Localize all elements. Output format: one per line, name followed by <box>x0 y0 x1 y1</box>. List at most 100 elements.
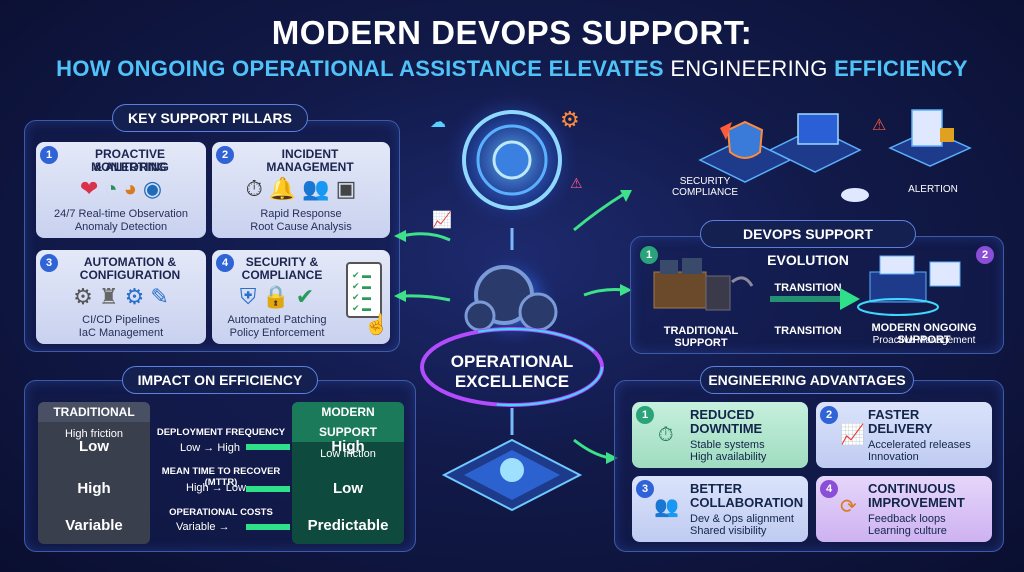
advantage-sub-line2: Shared visibility <box>690 525 767 537</box>
advantage-title-line1: CONTINUOUS <box>868 481 956 496</box>
advantage-sub-line1: Feedback loops <box>868 513 946 525</box>
center-label-line1: OPERATIONAL <box>450 352 574 371</box>
heartbeat-icon: ❤ <box>79 176 99 201</box>
modern-column-sub: Low friction <box>320 448 376 460</box>
row1-arrow-bar <box>246 444 290 450</box>
pillar-number: 2 <box>216 146 234 164</box>
svg-text:⚠: ⚠ <box>872 115 886 134</box>
arrow-right-icon: → <box>218 521 230 533</box>
cloud-icon: ☁ <box>430 112 446 131</box>
pillar-card-automation: 3 AUTOMATION & CONFIGURATION ⚙ ♜ ⚙ ✎ CI/… <box>36 250 206 344</box>
pillar-sub-line1: 24/7 Real-time Observation <box>54 208 188 220</box>
transition-top-label: TRANSITION <box>774 282 842 294</box>
row1-metric: DEPLOYMENT FREQUENCY <box>156 427 286 438</box>
advantage-title-line2: IMPROVEMENT <box>868 495 965 510</box>
center-label-line2: EXCELLENCE <box>454 372 570 391</box>
advantage-card-delivery: 2 📈 FASTER DELIVERY Accelerated releases… <box>816 402 992 468</box>
row1-change-from: Low <box>180 442 201 454</box>
modern-column-head: MODERN SUPPORT <box>292 402 404 442</box>
shield-check-icon: ✔ <box>295 284 315 309</box>
pillar-sub-line1: Rapid Response <box>260 208 342 220</box>
growth-chart-icon: 📈 <box>840 424 865 446</box>
subtitle-part-b: ENGINEERING <box>670 56 828 81</box>
advantage-title-line1: FASTER <box>868 407 920 422</box>
advantage-sub-line1: Stable systems <box>690 439 765 451</box>
stopwatch-icon: ⏱ <box>245 176 263 201</box>
row3-metric: OPERATIONAL COSTS <box>169 507 273 518</box>
alertion-label: ALERTION <box>908 184 958 195</box>
team-icon: 👥 <box>302 176 330 201</box>
advantage-title-line2: DOWNTIME <box>690 421 763 436</box>
top-right-illustration: ⚠ <box>698 109 972 202</box>
code-file-icon: ✎ <box>150 284 169 309</box>
transition-arrow <box>770 288 860 310</box>
speedometer-icon: ◕ <box>123 176 137 201</box>
advantage-sub-line2: High availability <box>690 451 767 463</box>
connector-arrows <box>394 190 632 464</box>
pillar-title-line2: COMPLIANCE <box>241 268 323 282</box>
pillar-sub-line1: Automated Patching <box>227 314 327 326</box>
alert-icon: ⚠ <box>570 176 583 192</box>
arrow-right-icon: → <box>211 482 226 494</box>
advantage-sub-line1: Dev & Ops alignment <box>690 513 794 525</box>
row1-change-to: High <box>217 442 240 454</box>
evolution-illustration <box>653 255 961 316</box>
row2-modern-value: Low <box>333 480 363 497</box>
evolution-title: DEVOPS SUPPORT EVOLUTION <box>700 220 916 268</box>
row2-metric: MEAN TIME TO RECOVER (MTTR) <box>161 466 281 488</box>
lock-icon: 🔒 <box>262 284 290 309</box>
evolution-number-left: 1 <box>640 246 658 264</box>
row3-modern-value: Predictable <box>307 517 389 534</box>
pointer-hand-icon: ☝ <box>364 314 389 336</box>
traditional-column-sub: High friction <box>64 428 124 440</box>
pillars-title: KEY SUPPORT PILLARS <box>112 104 308 132</box>
traditional-support-label: TRADITIONAL SUPPORT <box>663 325 739 349</box>
subtitle-part-c: EFFICIENCY <box>834 56 968 81</box>
checklist-clipboard-icon: ✔ ▬✔ ▬✔ ▬✔ ▬ <box>346 262 382 318</box>
gear-icon: ⚙ <box>560 108 580 133</box>
advantage-sub-line1: Accelerated releases <box>868 439 971 451</box>
row1-modern-value: High <box>331 438 365 455</box>
row3-change: Variable → <box>176 521 230 533</box>
pillar-card-incident: 2 INCIDENT MANAGEMENT ⏱ 🔔 👥 ▣ Rapid Resp… <box>212 142 390 238</box>
pillar-title-line1: AUTOMATION & <box>83 255 177 269</box>
robot-icon: ♜ <box>98 284 119 309</box>
stopwatch-icon: ⏱ <box>658 424 674 446</box>
row2-traditional-value: High <box>77 480 111 497</box>
pillar-title-line1: SECURITY & <box>245 255 319 269</box>
pillar-title-line2: & ALERTING <box>93 160 167 174</box>
pillar-sub-line2: IaC Management <box>78 327 164 339</box>
pillar-number: 1 <box>40 146 58 164</box>
pillar-sub-line1: CI/CD Pipelines <box>82 314 160 326</box>
advantage-number: 3 <box>636 480 654 498</box>
advantage-number: 2 <box>820 406 838 424</box>
evolution-number-right: 2 <box>976 246 994 264</box>
meeting-icon: ▣ <box>335 176 357 201</box>
page-subtitle: HOW ONGOING OPERATIONAL ASSISTANCE ELEVA… <box>0 56 1024 82</box>
pillar-sub-line2: Policy Enforcement <box>229 327 325 339</box>
row3-arrow-bar <box>246 524 290 530</box>
advantage-sub-line2: Innovation <box>868 451 919 463</box>
advantage-title-line1: REDUCED <box>690 407 755 422</box>
row3-change-from: Variable <box>176 521 216 533</box>
modern-support-sublabel: Proactive Management <box>872 335 976 346</box>
advantage-card-improvement: 4 ⟳ CONTINUOUS IMPROVEMENT Feedback loop… <box>816 476 992 542</box>
traditional-column-head: TRADITIONAL <box>38 402 150 422</box>
gears-icon: ⚙ <box>124 284 145 309</box>
pillar-title-line2: CONFIGURATION <box>79 268 181 282</box>
pillar-number: 4 <box>216 254 234 272</box>
advantage-title-line2: COLLABORATION <box>690 495 804 510</box>
pillar-title-line2: MANAGEMENT <box>266 160 354 174</box>
cycle-icon: ⟳ <box>840 496 857 518</box>
row3-traditional-value: Variable <box>65 517 123 534</box>
advantage-card-downtime: 1 ⏱ REDUCED DOWNTIME Stable systems High… <box>632 402 808 468</box>
row2-change-from: High <box>186 482 209 494</box>
shield-icon: ⛨ <box>239 284 257 309</box>
chart-icon: 📈 <box>432 210 452 229</box>
advantage-number: 1 <box>636 406 654 424</box>
team-icon: 👥 <box>654 496 679 518</box>
arrow-right-icon: → <box>203 442 218 454</box>
impact-title: IMPACT ON EFFICIENCY <box>122 366 318 394</box>
advantage-title-line2: DELIVERY <box>868 421 933 436</box>
page-title: MODERN DEVOPS SUPPORT: <box>271 14 753 51</box>
